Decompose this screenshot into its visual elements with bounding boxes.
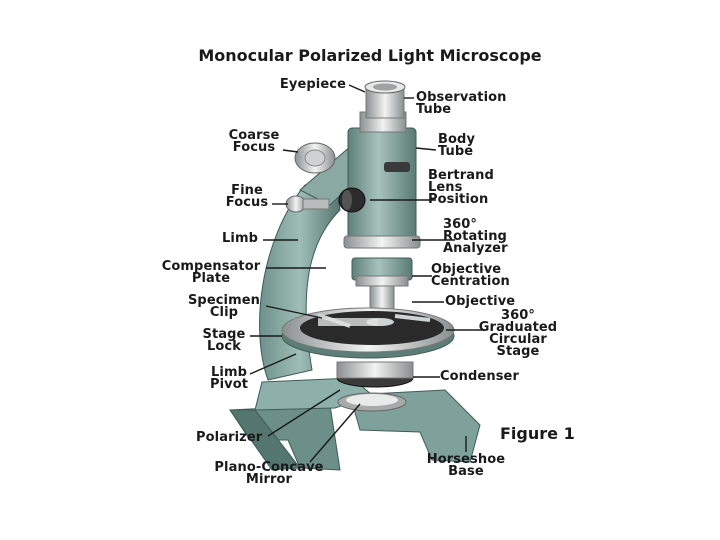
body-tube-shape bbox=[348, 128, 416, 246]
label-objective-centration: Objective Centration bbox=[431, 264, 510, 288]
label-coarse-focus: Coarse Focus bbox=[222, 130, 286, 154]
label-eyepiece: Eyepiece bbox=[252, 79, 346, 91]
label-rotating-analyzer: 360° Rotating Analyzer bbox=[443, 219, 508, 255]
label-objective: Objective bbox=[445, 296, 515, 308]
label-compensator-plate: Compensator Plate bbox=[156, 261, 266, 285]
label-observation-tube: Observation Tube bbox=[416, 92, 507, 116]
label-limb-pivot: Limb Pivot bbox=[204, 367, 254, 391]
label-body-tube: Body Tube bbox=[438, 134, 475, 158]
label-stage-lock: Stage Lock bbox=[198, 329, 250, 353]
label-bertrand-lens-position: Bertrand Lens Position bbox=[428, 170, 494, 206]
label-plano-concave-mirror: Plano-Concave Mirror bbox=[204, 462, 334, 486]
figure-label: Figure 1 bbox=[500, 424, 575, 443]
label-fine-focus: Fine Focus bbox=[220, 185, 274, 209]
label-horseshoe-base: Horseshoe Base bbox=[418, 454, 514, 478]
label-graduated-circular-stage: 360° Graduated Circular Stage bbox=[472, 310, 564, 358]
label-polarizer: Polarizer bbox=[196, 432, 262, 444]
label-limb: Limb bbox=[222, 233, 258, 245]
label-condenser: Condenser bbox=[440, 371, 519, 383]
label-specimen-clip: Specimen Clip bbox=[182, 295, 266, 319]
